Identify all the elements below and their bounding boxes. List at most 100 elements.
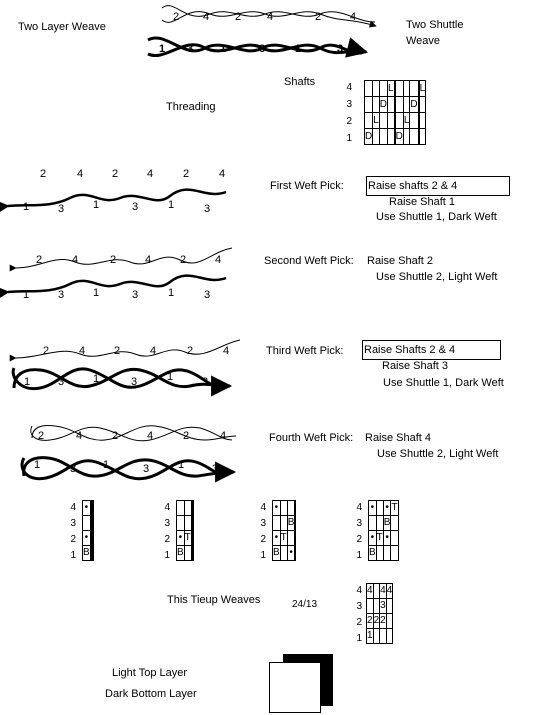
weave-label: 3 — [204, 289, 210, 301]
pick2-upper-weft — [9, 247, 233, 272]
weave-label: 3 — [143, 463, 149, 475]
diagram-title: Two Layer Weave — [18, 21, 106, 33]
pick1-weft — [0, 188, 227, 217]
weave-label: 2 — [180, 254, 186, 266]
grid-cell — [191, 545, 194, 561]
shafts-label: Shafts — [284, 76, 316, 88]
tieup-row-label: 2 — [70, 534, 76, 545]
pick1-line2: Raise Shaft 1 — [389, 196, 456, 208]
weave-label: 3 — [58, 376, 64, 388]
tieup-row-label: 3 — [164, 518, 170, 529]
weave-label: 3 — [212, 463, 218, 475]
weave-label: 4 — [76, 430, 82, 442]
weave-label: 1 — [93, 287, 99, 299]
weave-label: 4 — [267, 11, 273, 23]
weave-label: 1 — [93, 373, 99, 385]
pick1-line1: Raise shafts 2 & 4 — [368, 180, 458, 192]
weave-label: 3 — [70, 463, 76, 475]
weave-label: 3 — [58, 289, 64, 301]
weave-label: 4 — [79, 345, 85, 357]
threading-row-label: 4 — [346, 82, 352, 93]
weave-label: 4 — [203, 11, 209, 23]
weave-label: 4 — [150, 345, 156, 357]
grid-cell — [183, 545, 192, 561]
tieup-row-label: 1 — [356, 633, 362, 644]
tieup-row-label: 4 — [356, 585, 362, 596]
weave-label: 2 — [173, 11, 179, 23]
weave-label: 3 — [58, 203, 64, 215]
weave-label: 2 — [43, 345, 49, 357]
weave-label: 1 — [23, 201, 29, 213]
weave-label: 2 — [183, 168, 189, 180]
tieup-row-label: 2 — [260, 534, 266, 545]
threading-row-label: 2 — [346, 116, 352, 127]
grid-cell — [294, 545, 297, 561]
tieup-caption: This Tieup Weaves — [167, 594, 261, 606]
tieup-row-label: 1 — [70, 550, 76, 561]
weave-label: 4 — [219, 168, 225, 180]
pick4-upper-braid — [30, 425, 237, 442]
tieup-row-label: 4 — [70, 502, 76, 513]
weave-label: 1 — [23, 289, 29, 301]
pick2-lower-weft — [0, 274, 227, 303]
weave-label: 1 — [168, 199, 174, 211]
weave-label: 2 — [36, 254, 42, 266]
tieup-ratio: 24/13 — [292, 599, 318, 610]
light-layer-square — [269, 662, 321, 713]
tieup-row-label: 3 — [356, 518, 362, 529]
tieup-row-label: 3 — [70, 518, 76, 529]
weave-label: 1 — [220, 43, 226, 55]
tieup-row-label: 4 — [164, 502, 170, 513]
threading-label: Threading — [166, 101, 216, 113]
top-upper-braid — [161, 5, 377, 28]
pick2-label: Second Weft Pick: — [264, 255, 354, 267]
weave-label: 1 — [295, 43, 301, 55]
weave-label: 3 — [337, 43, 343, 55]
weave-label: 1 — [103, 459, 109, 471]
pick4-line1: Raise Shaft 4 — [365, 432, 432, 444]
subtitle-line-2: Weave — [406, 35, 441, 47]
tieup-row-label: 1 — [164, 550, 170, 561]
weave-label: 3 — [204, 203, 210, 215]
tieup-row-label: 2 — [356, 617, 362, 628]
pick4-line2: Use Shuttle 2, Light Weft — [377, 448, 499, 460]
weave-label: 4 — [147, 168, 153, 180]
legend-light-label: Light Top Layer — [112, 667, 188, 679]
weave-label: 3 — [132, 289, 138, 301]
tieup-grid: ••B — [82, 500, 94, 561]
weave-label: 2 — [112, 168, 118, 180]
weave-label: 2 — [183, 430, 189, 442]
weave-label: 4 — [145, 254, 151, 266]
weave-label: 3 — [202, 376, 208, 388]
weave-label: 4 — [77, 168, 83, 180]
threading-row-label: 1 — [346, 133, 352, 144]
weave-label: 2 — [40, 168, 46, 180]
threading-row-label: 3 — [346, 99, 352, 110]
weave-label: 4 — [215, 254, 221, 266]
pick4-label: Fourth Weft Pick: — [269, 432, 354, 444]
pick3-line1: Raise Shafts 2 & 4 — [364, 344, 456, 356]
weave-label: 2 — [187, 345, 193, 357]
tieup-row-label: 1 — [260, 550, 266, 561]
weave-label: 2 — [235, 11, 241, 23]
grid-cell — [378, 128, 389, 145]
weave-label: 1 — [34, 459, 40, 471]
weave-label: 3 — [259, 43, 265, 55]
grid-cell — [279, 545, 288, 561]
grid-cell — [91, 545, 94, 561]
pick3-line3: Use Shuttle 1, Dark Weft — [383, 377, 504, 389]
weave-label: 1 — [24, 376, 30, 388]
grid-cell — [417, 128, 420, 145]
pick3-highlight-box — [362, 340, 501, 360]
weave-label: 3 — [132, 201, 138, 213]
weave-label: 4 — [147, 430, 153, 442]
weave-label: 2 — [38, 430, 44, 442]
pick1-label: First Weft Pick: — [270, 180, 344, 192]
tieup-row-label: 3 — [260, 518, 266, 529]
pick2-line2: Use Shuttle 2, Light Weft — [376, 271, 498, 283]
